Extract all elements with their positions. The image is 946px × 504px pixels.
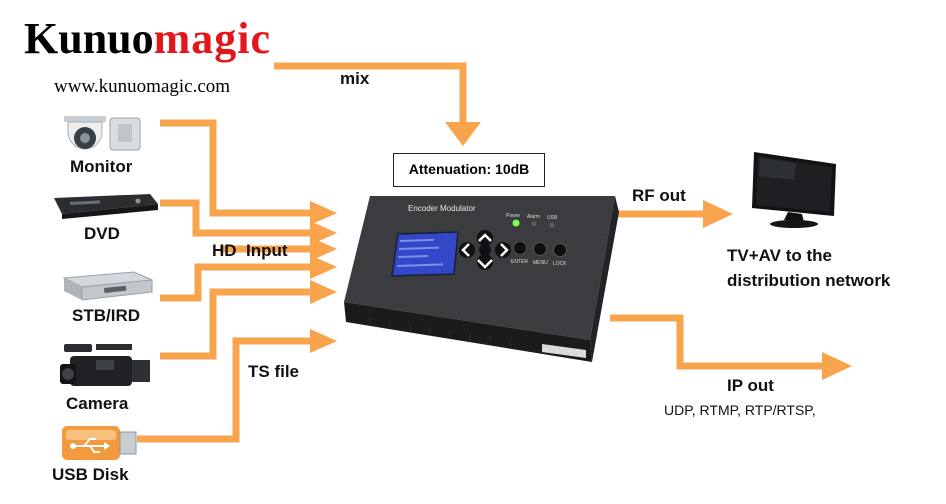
device-alarm-led bbox=[531, 221, 537, 227]
device-button-label: LOCK bbox=[553, 261, 567, 267]
device-button-label: ENTER bbox=[511, 259, 528, 265]
source-label-usb-disk: USB Disk bbox=[52, 465, 129, 484]
encoder-modulator-device: Encoder Modulator Power Alarm USB ENTER bbox=[344, 196, 619, 362]
device-power-led bbox=[512, 219, 520, 227]
device-led-label: Power bbox=[506, 213, 521, 219]
stb-connector bbox=[160, 263, 314, 302]
set-top-box-icon bbox=[62, 271, 154, 301]
ip-out-arrowhead bbox=[822, 352, 852, 380]
usb-connector bbox=[137, 337, 314, 443]
device-top-panel bbox=[344, 196, 615, 340]
usb-disk-icon bbox=[62, 426, 137, 460]
monitor-arrowhead bbox=[310, 201, 337, 225]
dvd-connector bbox=[160, 199, 314, 237]
rf-out-arrowhead bbox=[703, 200, 733, 228]
camera-connector bbox=[160, 288, 314, 360]
ts-file-label: TS file bbox=[248, 362, 300, 381]
device-menu-button bbox=[533, 242, 547, 256]
device-front-panel bbox=[344, 302, 592, 362]
monitor-connector bbox=[160, 119, 314, 217]
device-lcd-screen bbox=[391, 231, 459, 277]
hd-input-arrowhead bbox=[310, 237, 337, 261]
camcorder-icon bbox=[60, 344, 150, 386]
tv-label-line2: distribution network bbox=[727, 271, 891, 290]
device-usb-led bbox=[549, 222, 555, 228]
tv-icon bbox=[752, 152, 836, 228]
dvd-player-icon bbox=[54, 194, 158, 219]
device-enter-button bbox=[513, 241, 527, 255]
usb-arrowhead bbox=[310, 329, 337, 353]
device-lock-button bbox=[553, 243, 567, 257]
brand-website: www.kunuomagic.com bbox=[54, 76, 231, 97]
device-side-panel bbox=[590, 196, 619, 362]
source-label-dvd: DVD bbox=[84, 224, 120, 243]
device-serial-label bbox=[542, 344, 586, 358]
device-nav-buttons bbox=[459, 230, 511, 270]
attenuation-box: Attenuation: 10dB bbox=[393, 153, 545, 187]
stb-arrowhead bbox=[310, 255, 337, 279]
dvd-arrowhead bbox=[310, 221, 337, 245]
source-label-monitor: Monitor bbox=[70, 157, 133, 176]
ptz-camera-icon bbox=[64, 116, 141, 151]
camera-arrowhead bbox=[310, 280, 337, 304]
mix-connector bbox=[274, 62, 467, 126]
ip-protocols-label: UDP, RTMP, RTP/RTSP, bbox=[664, 402, 816, 418]
device-title: Encoder Modulator bbox=[408, 204, 476, 213]
tv-label-line1: TV+AV to the bbox=[727, 246, 832, 265]
ip-out-connector bbox=[610, 314, 826, 370]
mix-label: mix bbox=[340, 69, 370, 88]
ip-out-label: IP out bbox=[727, 376, 774, 395]
device-led-label: Alarm bbox=[527, 214, 540, 220]
device-led-label: USB bbox=[547, 215, 558, 221]
mix-arrowhead bbox=[445, 122, 481, 146]
device-button-label: MENU bbox=[533, 260, 548, 266]
source-label-stb-ird: STB/IRD bbox=[72, 306, 140, 325]
rf-out-label: RF out bbox=[632, 186, 686, 205]
brand-logo: Kunuomagic bbox=[24, 14, 272, 63]
source-label-camera: Camera bbox=[66, 394, 129, 413]
hd-input-label: HD Input bbox=[212, 241, 288, 260]
